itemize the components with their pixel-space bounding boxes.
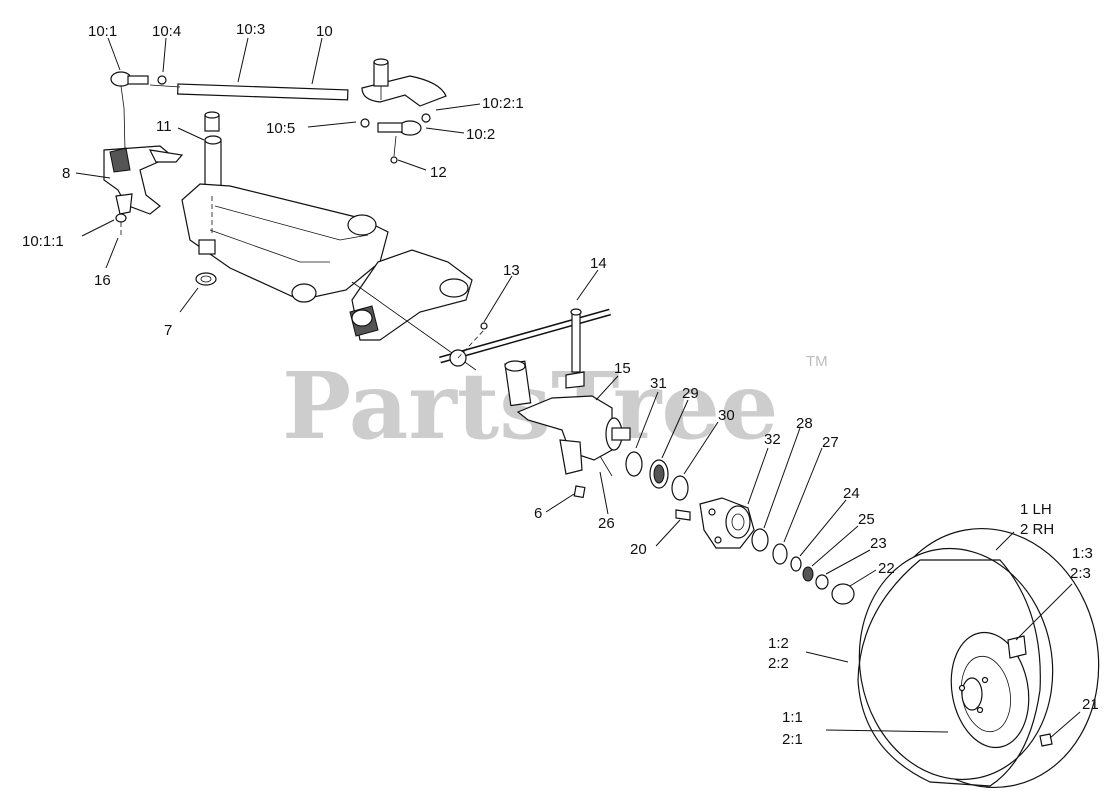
callout-30: 30 — [718, 407, 735, 424]
callout-21: 21 — [1082, 696, 1099, 713]
callout-26: 26 — [598, 515, 615, 532]
callout-1-2: 1:2 — [768, 635, 789, 652]
callout-1-3: 1:3 — [1072, 545, 1093, 562]
callout-2-2: 2:2 — [768, 655, 789, 672]
callout-10: 10 — [316, 23, 333, 40]
callout-32: 32 — [764, 431, 781, 448]
front-axle — [181, 111, 389, 303]
callout-10-5: 10:5 — [266, 120, 295, 137]
callout-10-1-1: 10:1:1 — [22, 233, 64, 250]
leader-lines — [75, 37, 1081, 739]
callout-20: 20 — [630, 541, 647, 558]
callout-10-2-1: 10:2:1 — [482, 95, 524, 112]
hub-assembly — [625, 451, 855, 605]
right-spindle — [439, 308, 631, 499]
callout-6: 6 — [534, 505, 542, 522]
callout-14: 14 — [590, 255, 607, 272]
callout-16: 16 — [94, 272, 111, 289]
callout-13: 13 — [503, 262, 520, 279]
callout-8: 8 — [62, 165, 70, 182]
watermark-trademark: TM — [806, 353, 828, 370]
watermark-text: PartsTree — [282, 352, 778, 460]
callout-25: 25 — [858, 511, 875, 528]
callout-10-1: 10:1 — [88, 23, 117, 40]
wheel-and-tire — [857, 527, 1100, 789]
callout-10-2: 10:2 — [466, 126, 495, 143]
callout-2-rh: 2 RH — [1020, 521, 1054, 538]
callout-24: 24 — [843, 485, 860, 502]
callout-29: 29 — [682, 385, 699, 402]
callout-31: 31 — [650, 375, 667, 392]
left-spindle — [103, 107, 184, 236]
tie-rod-assembly — [110, 58, 447, 164]
callout-11: 11 — [156, 118, 172, 135]
callout-12: 12 — [430, 164, 447, 181]
callout-1-1: 1:1 — [782, 709, 803, 726]
callout-22: 22 — [878, 560, 895, 577]
small-parts — [351, 309, 373, 327]
callout-1-lh: 1 LH — [1020, 501, 1052, 518]
callout-28: 28 — [796, 415, 813, 432]
callout-7: 7 — [164, 322, 172, 339]
callout-labels: 10:1 10:4 10:3 10 10:2:1 10:5 10:2 11 12… — [22, 21, 1099, 748]
callout-27: 27 — [822, 434, 839, 451]
callout-23: 23 — [870, 535, 887, 552]
callout-10-4: 10:4 — [152, 23, 181, 40]
callout-2-3: 2:3 — [1070, 565, 1091, 582]
callout-15: 15 — [614, 360, 631, 377]
callout-2-1: 2:1 — [782, 731, 803, 748]
callout-10-3: 10:3 — [236, 21, 265, 38]
